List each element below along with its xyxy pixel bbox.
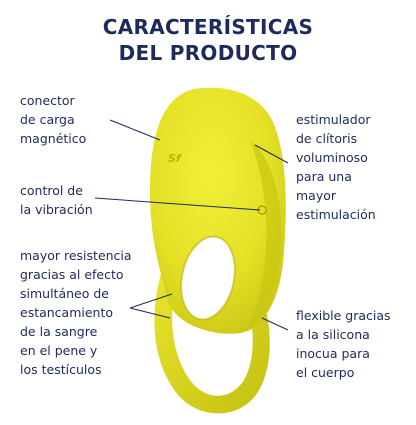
page-title: CARACTERÍSTICAS DEL PRODUCTO (0, 14, 416, 66)
line-charging (109, 119, 161, 141)
product-ring-hole (181, 236, 235, 320)
line-resistance-1 (129, 293, 173, 309)
product-lower-ring (154, 270, 270, 414)
line-vibration (94, 197, 261, 211)
line-flexible (261, 317, 289, 331)
title-line-2: DEL PRODUCTO (118, 41, 298, 65)
satisfyer-logo-icon: Sf (168, 152, 182, 165)
product-stimulator-shade (246, 140, 282, 330)
feature-vibration: control de la vibración (20, 183, 93, 217)
feature-flexible: flexible gracias a la silicona inocua pa… (296, 308, 391, 380)
line-clitoral (254, 144, 289, 164)
line-resistance-2 (129, 307, 171, 319)
product-ring-hole-edge (180, 235, 236, 321)
feature-clitoral: estimulador de clítoris voluminoso para … (296, 112, 376, 222)
feature-resistance: mayor resistencia gracias al efecto simu… (20, 248, 132, 377)
feature-charging: conector de carga magnético (20, 93, 87, 146)
title-line-1: CARACTERÍSTICAS (102, 15, 314, 39)
